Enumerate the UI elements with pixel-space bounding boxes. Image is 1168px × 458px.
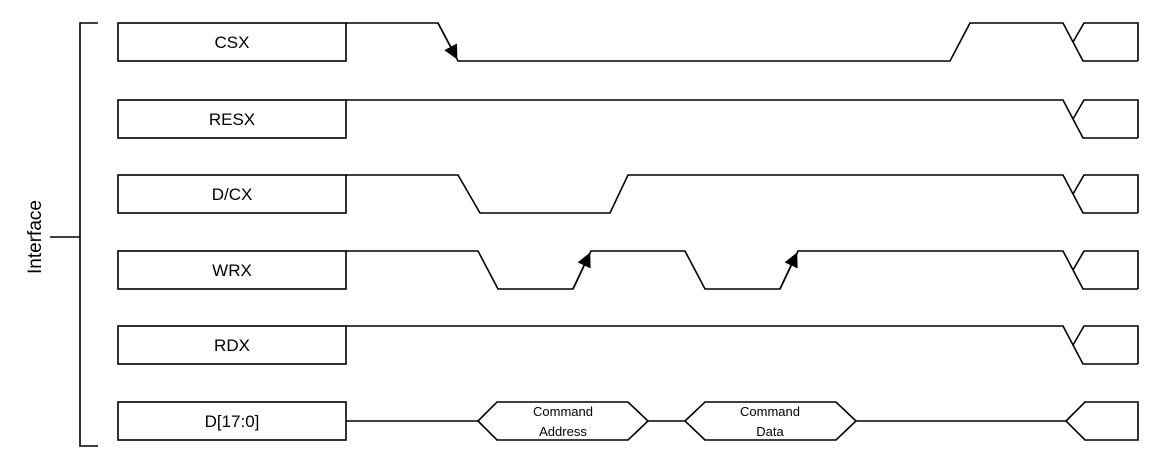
signal-label-box <box>117 99 347 139</box>
csx-falling-edge-arrow <box>437 22 458 60</box>
signal-label-box <box>117 325 347 365</box>
resx-waveform <box>346 99 1138 139</box>
csx-end-box <box>1072 22 1139 61</box>
bus-label-address: Address <box>539 424 587 439</box>
signal-label: CSX <box>215 33 250 52</box>
wrx-end-box <box>1072 250 1139 289</box>
signal-csx: CSX <box>117 22 1139 62</box>
bus-label-data: Data <box>756 424 784 439</box>
signal-resx: RESX <box>117 99 1139 139</box>
resx-end-box <box>1072 99 1139 138</box>
dcx-end-box <box>1072 174 1139 213</box>
bus-label-command: Command <box>533 404 593 419</box>
signal-label: D[17:0] <box>205 412 260 431</box>
interface-bracket <box>50 22 98 447</box>
rdx-waveform <box>346 325 1138 365</box>
dcx-waveform <box>346 174 1138 214</box>
signal-label-box <box>117 22 347 62</box>
interface-label: Interface <box>25 200 46 274</box>
csx-waveform <box>346 22 1138 62</box>
rdx-end-box <box>1072 325 1139 364</box>
signal-label-box <box>117 250 347 290</box>
signal-label: RESX <box>209 110 255 129</box>
signal-label: RDX <box>214 336 250 355</box>
bus-label-command: Command <box>740 404 800 419</box>
wrx-rising-edge-arrow-2 <box>779 252 798 290</box>
bus-end-box <box>1064 401 1139 441</box>
wrx-waveform <box>346 250 1138 290</box>
signal-label-box <box>117 174 347 214</box>
signal-label: WRX <box>212 261 252 280</box>
signal-data-bus: D[17:0] Command Address Command Data <box>117 401 1139 441</box>
signal-wrx: WRX <box>117 250 1139 290</box>
wrx-rising-edge-arrow-1 <box>572 252 591 290</box>
signal-dcx: D/CX <box>117 174 1139 214</box>
signal-label: D/CX <box>212 185 253 204</box>
signal-rdx: RDX <box>117 325 1139 365</box>
